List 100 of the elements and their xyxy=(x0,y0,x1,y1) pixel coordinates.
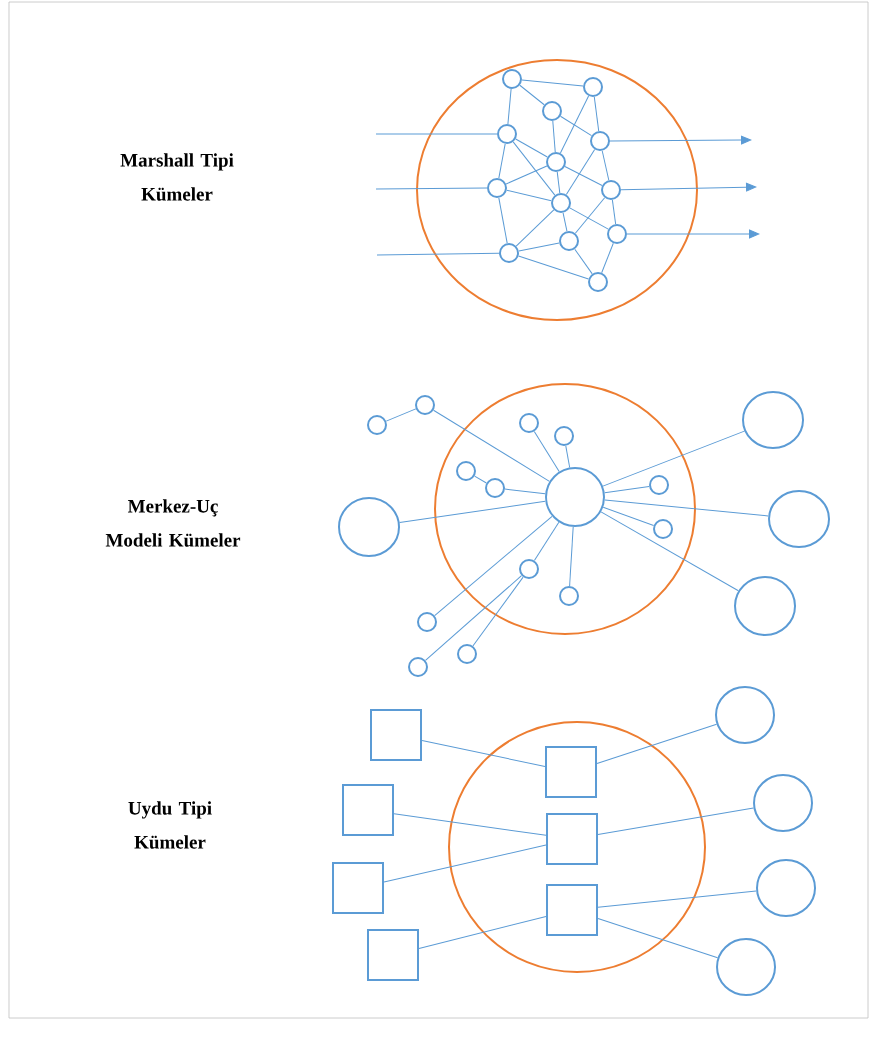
connector-line xyxy=(474,475,487,484)
node-circle xyxy=(542,101,562,121)
connector-line xyxy=(596,723,718,764)
connector-line xyxy=(593,96,600,132)
connector-line xyxy=(533,431,560,473)
connector-line xyxy=(574,197,606,234)
node-circle xyxy=(456,461,476,481)
connector-line xyxy=(515,138,548,158)
node-circle xyxy=(519,413,539,433)
node-circle xyxy=(487,178,507,198)
node-circle xyxy=(519,559,539,579)
connector-line xyxy=(433,409,550,482)
arrow xyxy=(626,229,760,239)
node-circle xyxy=(768,490,830,548)
cluster-label: Merkez-Uç Modeli Kümeler xyxy=(105,499,241,547)
cluster-label: Marshall Tipi Kümeler xyxy=(120,153,234,201)
connector-line xyxy=(574,248,593,275)
connector-line xyxy=(385,408,417,422)
node-circle xyxy=(367,415,387,435)
node-circle xyxy=(742,391,804,449)
node-circle xyxy=(715,686,775,744)
node-circle xyxy=(499,243,519,263)
node-circle xyxy=(417,612,437,632)
connector-line xyxy=(597,890,757,908)
connector-line xyxy=(504,488,546,495)
square-node xyxy=(546,884,598,936)
node-circle xyxy=(756,859,816,917)
square-node xyxy=(545,746,597,798)
node-circle xyxy=(588,272,608,292)
node-circle xyxy=(551,193,571,213)
node-circle xyxy=(338,497,400,557)
connector-line xyxy=(518,255,589,280)
connector-line xyxy=(602,506,655,527)
connector-line xyxy=(472,576,524,647)
connector-line xyxy=(498,197,508,244)
connector-line xyxy=(519,84,545,106)
connector-line xyxy=(375,187,488,190)
node-circle xyxy=(554,426,574,446)
connector-line xyxy=(515,209,555,247)
arrow xyxy=(620,182,757,192)
node-circle xyxy=(408,657,428,677)
square-node xyxy=(367,929,419,981)
connector-line xyxy=(604,485,650,494)
connector-line xyxy=(375,133,498,135)
connector-line xyxy=(604,499,769,517)
node-circle xyxy=(734,576,796,636)
connector-line xyxy=(565,445,571,468)
connector-line xyxy=(421,740,546,767)
connector-line xyxy=(383,844,547,883)
node-circle xyxy=(716,938,776,996)
connector-line xyxy=(556,171,561,194)
connector-line xyxy=(602,430,745,487)
arrow xyxy=(609,135,752,145)
node-circle xyxy=(497,124,517,144)
cluster-label: Uydu Tipi Kümeler xyxy=(128,801,212,849)
connector-line xyxy=(507,88,512,125)
node-circle xyxy=(583,77,603,97)
node-circle xyxy=(590,131,610,151)
square-node xyxy=(342,784,394,836)
connector-line xyxy=(418,916,547,949)
node-circle xyxy=(546,152,566,172)
connector-line xyxy=(559,95,590,154)
connector-line xyxy=(562,212,568,232)
cluster-circle xyxy=(416,59,698,321)
connector-line xyxy=(393,813,547,836)
connector-line xyxy=(521,79,584,87)
connector-line xyxy=(560,115,593,137)
connector-line xyxy=(565,148,596,196)
node-circle xyxy=(649,475,669,495)
node-circle xyxy=(485,478,505,498)
square-node xyxy=(332,862,384,914)
connector-line xyxy=(376,252,500,256)
connector-line xyxy=(597,918,719,959)
node-circle xyxy=(457,644,477,664)
node-circle xyxy=(653,519,673,539)
connector-line xyxy=(505,165,548,185)
connector-line xyxy=(601,150,610,181)
node-circle xyxy=(502,69,522,89)
node-circle xyxy=(607,224,627,244)
node-circle xyxy=(559,231,579,251)
connector-line xyxy=(569,526,574,587)
connector-line xyxy=(552,120,556,153)
connector-line xyxy=(512,141,556,196)
node-circle xyxy=(601,180,621,200)
connector-line xyxy=(564,166,603,186)
connector-line xyxy=(434,515,553,617)
connector-line xyxy=(611,199,617,225)
connector-line xyxy=(425,575,522,661)
connector-line xyxy=(533,521,560,562)
connector-line xyxy=(597,807,754,836)
connector-line xyxy=(569,207,609,230)
connector-line xyxy=(399,500,546,524)
connector-line xyxy=(518,242,560,252)
node-circle xyxy=(415,395,435,415)
connector-line xyxy=(506,189,552,202)
cluster-circle xyxy=(434,383,696,635)
cluster-circle xyxy=(448,721,706,973)
node-circle xyxy=(753,774,813,832)
square-node xyxy=(370,709,422,761)
connector-line xyxy=(600,511,739,592)
